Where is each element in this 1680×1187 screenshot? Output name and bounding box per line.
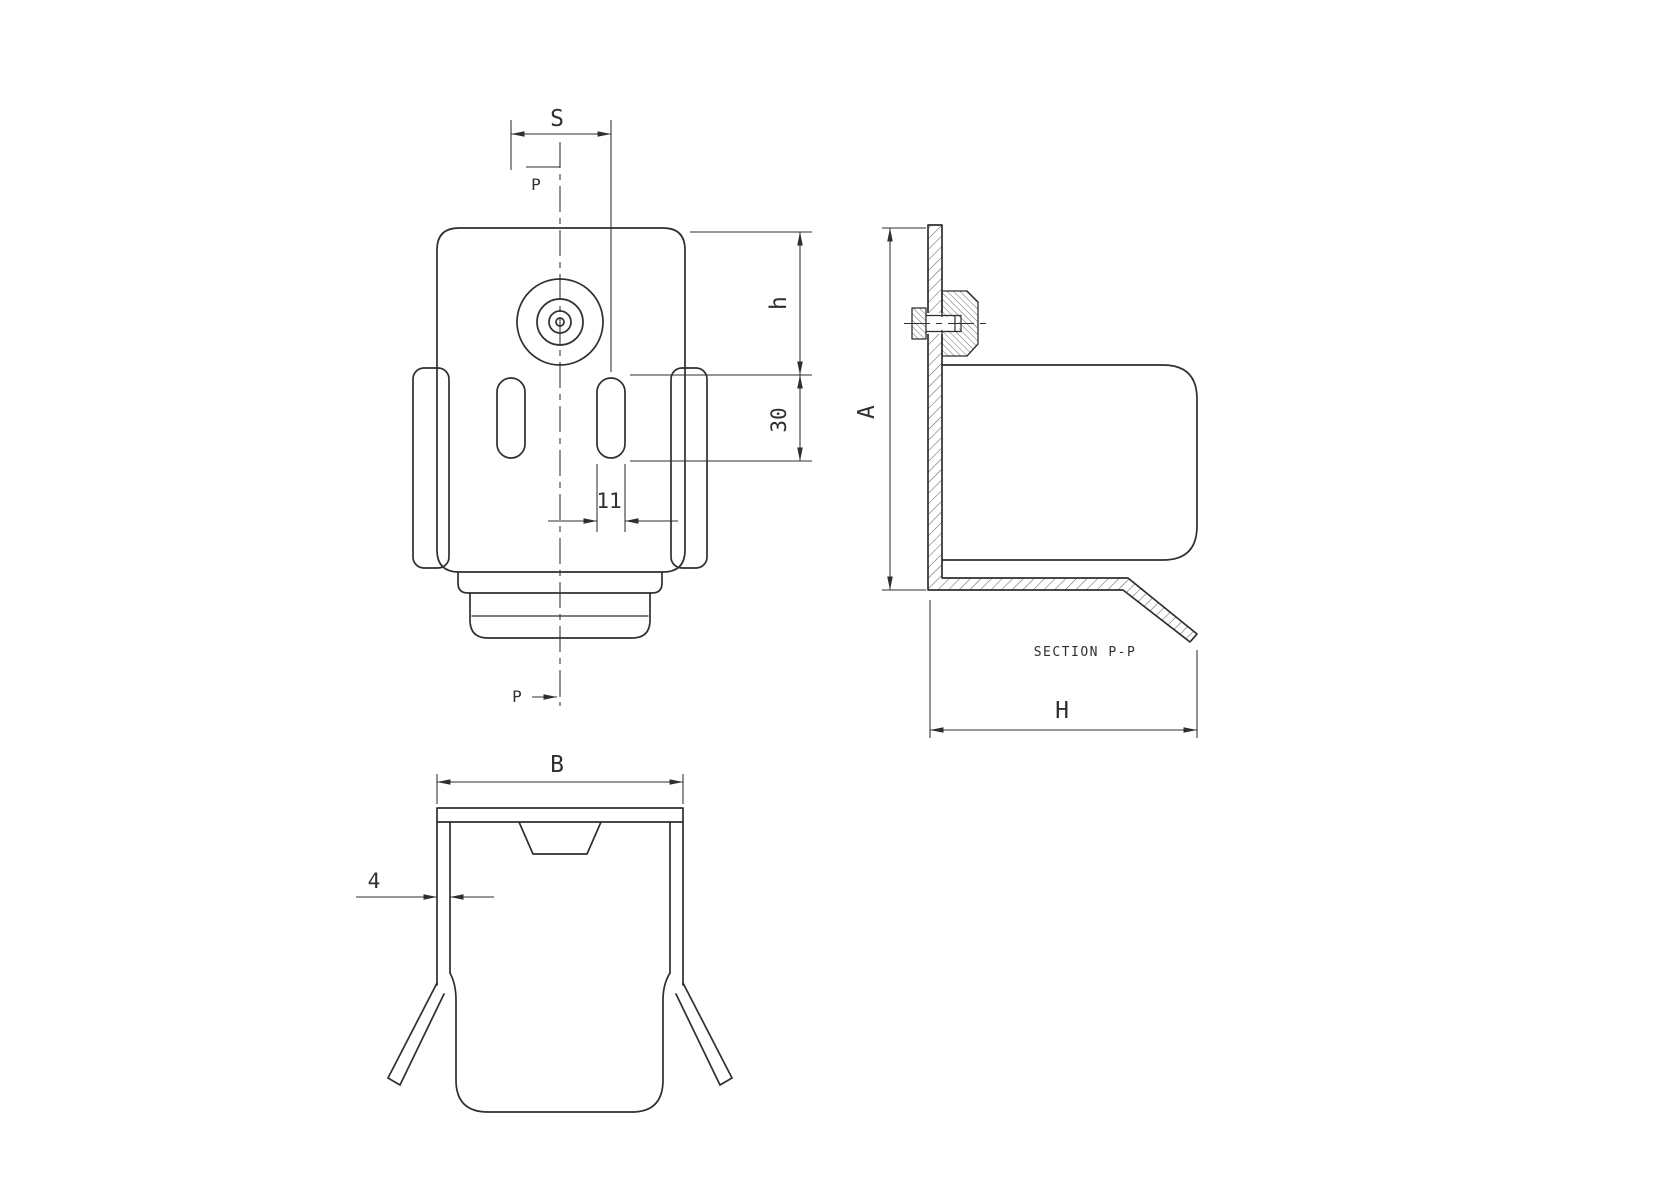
section-caption: SECTION P-P xyxy=(1034,645,1137,660)
bottom-lip xyxy=(457,571,663,594)
section-body-outline xyxy=(941,364,1198,561)
pilot-hole-ring xyxy=(536,298,584,346)
slot-left xyxy=(496,377,526,459)
leg-inner-edge xyxy=(399,993,445,1086)
bottom-view: B 4 xyxy=(356,752,733,1113)
sheet-cross-section xyxy=(927,224,1198,643)
dim-11: 11 xyxy=(548,464,678,532)
leg-outer-edge xyxy=(387,982,438,1079)
flange-left xyxy=(412,367,450,569)
leg-inner-edge xyxy=(675,993,721,1086)
inner-cup xyxy=(449,972,671,1113)
slot-right xyxy=(596,377,626,459)
dim-s: S xyxy=(510,106,612,372)
dim-a-label: A xyxy=(854,405,880,419)
front-view: S P P h 30 xyxy=(412,106,812,706)
leg-tip xyxy=(719,1077,733,1086)
pilot-hole-center xyxy=(555,317,565,327)
section-mark-bottom: P xyxy=(512,687,561,706)
leg-right xyxy=(675,982,733,1086)
leg-outer-edge xyxy=(682,982,733,1079)
dim-a: A xyxy=(854,227,926,591)
dim-s-label: S xyxy=(550,106,564,132)
dim-30-label: 30 xyxy=(767,407,791,432)
section-view: A SECTION P-P H xyxy=(854,224,1198,738)
section-mark-top: P xyxy=(526,159,561,194)
top-plate xyxy=(436,807,684,823)
dim-4-label: 4 xyxy=(368,869,381,893)
section-cut-line xyxy=(526,159,561,168)
detent-notch xyxy=(518,821,602,855)
front-body-outline xyxy=(436,227,686,573)
bottom-tab xyxy=(469,592,651,639)
leg-left xyxy=(387,982,445,1086)
dim-4: 4 xyxy=(356,869,494,900)
pilot-hole-inner xyxy=(548,310,572,334)
dim-h-width-label: H xyxy=(1055,698,1069,724)
dim-b: B xyxy=(436,752,684,804)
leg-tip xyxy=(387,1077,401,1086)
screw-shaft-mask xyxy=(926,317,959,330)
dim-h: h xyxy=(630,231,812,376)
flange-right xyxy=(670,367,708,569)
dim-30: 30 xyxy=(630,375,812,462)
pilot-hole-outer xyxy=(516,278,604,366)
dim-b-label: B xyxy=(550,752,564,778)
dim-h-width: H xyxy=(929,600,1198,738)
dim-11-label: 11 xyxy=(596,489,621,513)
section-mark-top-label: P xyxy=(531,175,541,194)
dim-h-label: h xyxy=(766,296,792,310)
section-mark-bottom-label: P xyxy=(512,687,522,706)
